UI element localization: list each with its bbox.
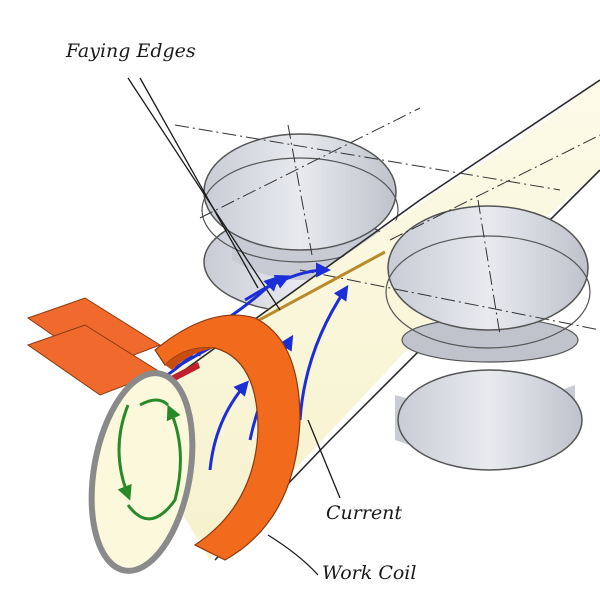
work-coil — [154, 314, 301, 561]
faying-edges-label: Faying Edges — [66, 40, 196, 62]
induced-current-loops — [117, 398, 182, 521]
faying-edges-leaders — [127, 77, 281, 311]
tube-end-ring — [88, 370, 196, 574]
work-coil-leader — [267, 534, 319, 576]
current-label: Current — [326, 502, 403, 524]
current-leader — [307, 419, 341, 499]
left-roller — [201, 133, 401, 313]
work-coil-label: Work Coil — [322, 562, 417, 584]
center-lines — [174, 107, 600, 336]
right-roller — [385, 205, 591, 471]
faying-edge-seam — [249, 250, 386, 327]
